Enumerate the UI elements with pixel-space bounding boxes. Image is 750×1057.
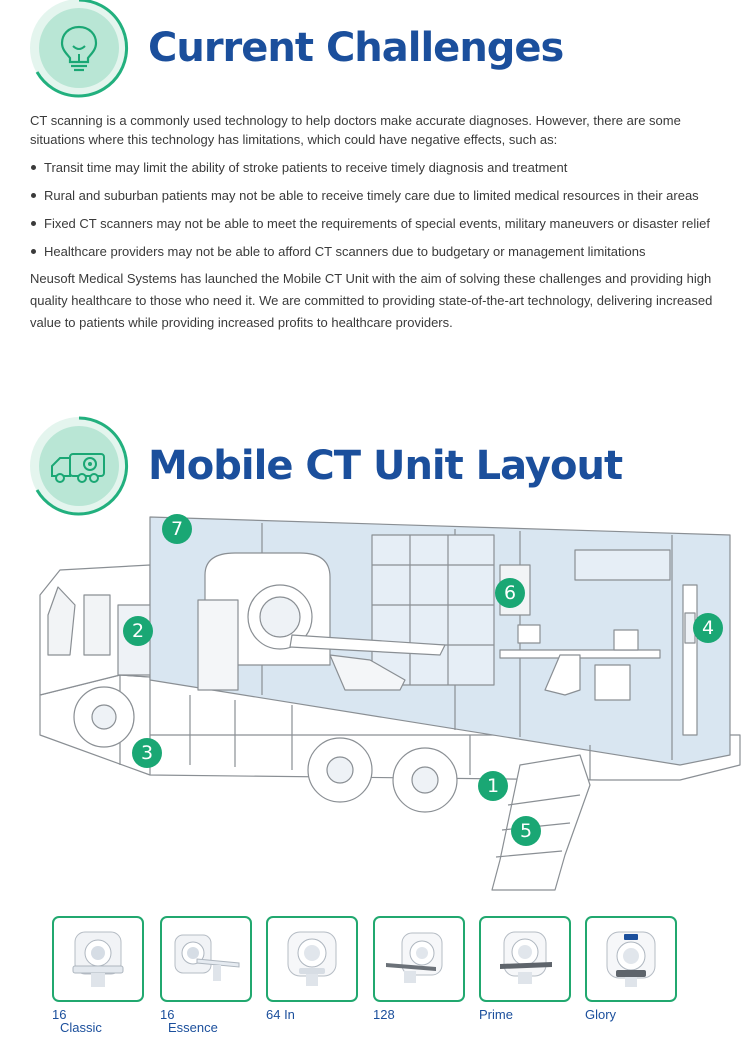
layout-badge: [30, 416, 129, 516]
product-label: 64 In: [266, 1007, 295, 1022]
callout-2[interactable]: 2: [123, 616, 153, 646]
callout-4[interactable]: 4: [693, 613, 723, 643]
challenges-header: Current Challenges: [30, 0, 564, 98]
product-label: Glory: [585, 1007, 617, 1022]
page-title: Current Challenges: [148, 25, 564, 71]
ct-scanner-icon: [174, 934, 240, 981]
ct-scanner-icon: [386, 932, 443, 983]
product-thumbnail[interactable]: [373, 916, 465, 1002]
list-item: Fixed CT scanners may not be able to mee…: [30, 214, 720, 233]
list-item: Transit time may limit the ability of st…: [30, 158, 720, 177]
product-prime[interactable]: Prime: [479, 916, 571, 1046]
product-64-in[interactable]: 64 In: [266, 916, 358, 1046]
product-label: 128: [373, 1007, 395, 1022]
intro-paragraph: CT scanning is a commonly used technolog…: [30, 113, 681, 147]
product-thumbnail[interactable]: [52, 916, 144, 1002]
truck-illustration: 7 2 6 4 3 1 5: [0, 505, 750, 910]
challenges-list: Transit time may limit the ability of st…: [30, 158, 720, 261]
product-128[interactable]: 128: [373, 916, 465, 1046]
ct-scanner-icon: [72, 931, 124, 987]
callout-5[interactable]: 5: [511, 816, 541, 846]
badge-ring: [35, 0, 129, 98]
layout-header: Mobile CT Unit Layout: [30, 416, 623, 516]
ct-scanner-icon: [606, 931, 656, 987]
outro-paragraph: Neusoft Medical Systems has launched the…: [30, 271, 713, 330]
list-item: Rural and suburban patients may not be a…: [30, 186, 720, 205]
product-label: Prime: [479, 1007, 513, 1022]
callout-6[interactable]: 6: [495, 578, 525, 608]
section-title: Mobile CT Unit Layout: [148, 443, 623, 489]
callout-7[interactable]: 7: [162, 514, 192, 544]
ct-scanner-icon: [287, 931, 337, 986]
badge-ring: [35, 416, 129, 516]
mobile-ct-truck-drawing: [39, 516, 741, 891]
product-glory[interactable]: Glory: [585, 916, 677, 1046]
product-thumbnail[interactable]: [479, 916, 571, 1002]
product-thumbnail[interactable]: [160, 916, 252, 1002]
callout-3[interactable]: 3: [132, 738, 162, 768]
challenges-badge: [30, 0, 129, 98]
callout-1[interactable]: 1: [478, 771, 508, 801]
product-thumbnail[interactable]: [266, 916, 358, 1002]
product-thumbnail[interactable]: [585, 916, 677, 1002]
ct-scanner-icon: [500, 931, 552, 984]
challenges-body: CT scanning is a commonly used technolog…: [30, 111, 720, 334]
list-item: Healthcare providers may not be able to …: [30, 242, 720, 261]
lightbulb-icon: [60, 25, 98, 72]
truck-icon: [51, 453, 105, 483]
